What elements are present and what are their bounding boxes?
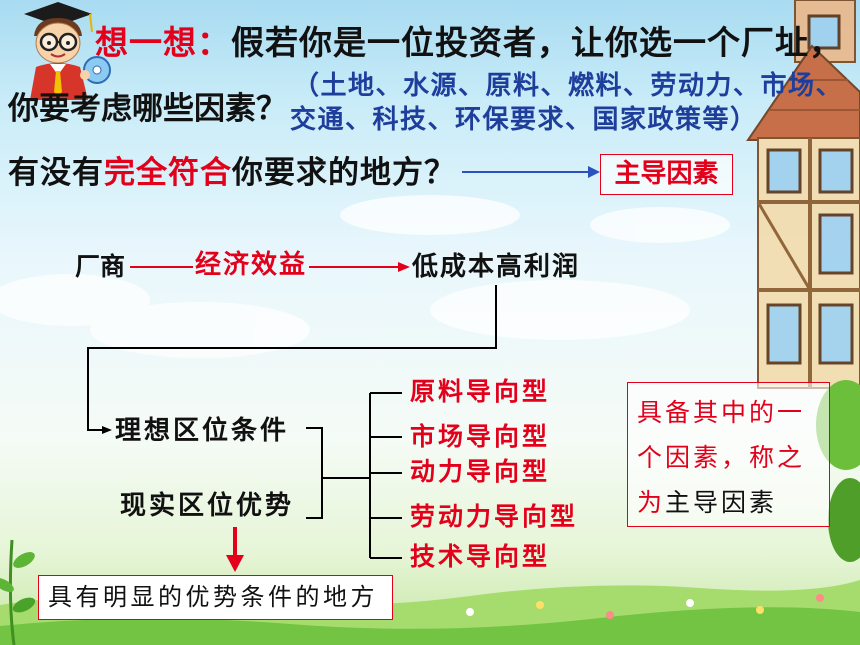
plant-decoration	[0, 539, 36, 645]
down-arrow-icon	[226, 527, 244, 572]
followup-after: 你要求的地方？	[232, 155, 456, 191]
followup-highlight: 完全符合	[104, 155, 232, 191]
question-heading: 想一想：假若你是一位投资者，让你选一个厂址，	[95, 24, 843, 62]
flower-decoration	[466, 594, 824, 619]
followup-before: 有没有	[8, 155, 104, 191]
orientation-types-bracket	[369, 392, 402, 559]
orientation-type-technology: 技术导向型	[410, 542, 551, 571]
mortarboard-icon	[24, 2, 92, 26]
factors-list-line1: （土地、水源、原料、燃料、劳动力、市场、	[293, 71, 844, 101]
grass-decoration	[0, 580, 860, 645]
dominant-factor-box: 主导因素	[600, 154, 733, 195]
teacher-character-icon	[24, 2, 111, 100]
definition-line3: 为主导因素	[637, 480, 829, 525]
house-illustration	[746, 0, 860, 389]
prompt-label: 想一想：	[95, 23, 231, 62]
question-line1: 假若你是一位投资者，让你选一个厂址，	[231, 23, 843, 62]
manufacturer-label: 厂商	[75, 252, 126, 281]
question-line2: 你要考虑哪些因素？	[8, 91, 287, 127]
disc-icon	[83, 56, 111, 84]
definition-prefix: 为	[637, 488, 666, 517]
goal-to-conditions-connector	[87, 285, 497, 434]
followup-question: 有没有完全符合你要求的地方？	[8, 154, 456, 192]
definition-term: 主导因素	[665, 488, 778, 517]
orientation-type-raw-material: 原料导向型	[410, 377, 551, 406]
orientation-type-power: 动力导向型	[410, 457, 551, 486]
definition-box: 具备其中的一 个因素，称之 为主导因素	[627, 382, 830, 527]
benefit-arrow	[130, 262, 410, 272]
conditions-bracket	[306, 427, 370, 519]
orientation-type-labor: 劳动力导向型	[410, 502, 579, 531]
orientation-type-market: 市场导向型	[410, 422, 551, 451]
definition-line2: 个因素，称之	[637, 443, 806, 472]
arrow-to-dominant-factor	[462, 166, 600, 178]
actual-advantage-label: 现实区位优势	[120, 491, 295, 521]
ideal-conditions-label: 理想区位条件	[115, 416, 290, 446]
economic-benefit-label: 经济效益	[195, 250, 308, 280]
definition-line1: 具备其中的一	[637, 398, 806, 427]
goal-label: 低成本高利润	[412, 252, 581, 282]
advantage-result-box: 具有明显的优势条件的地方	[38, 575, 393, 620]
factors-list-line2: 交通、科技、环保要求、国家政策等）	[290, 105, 758, 135]
